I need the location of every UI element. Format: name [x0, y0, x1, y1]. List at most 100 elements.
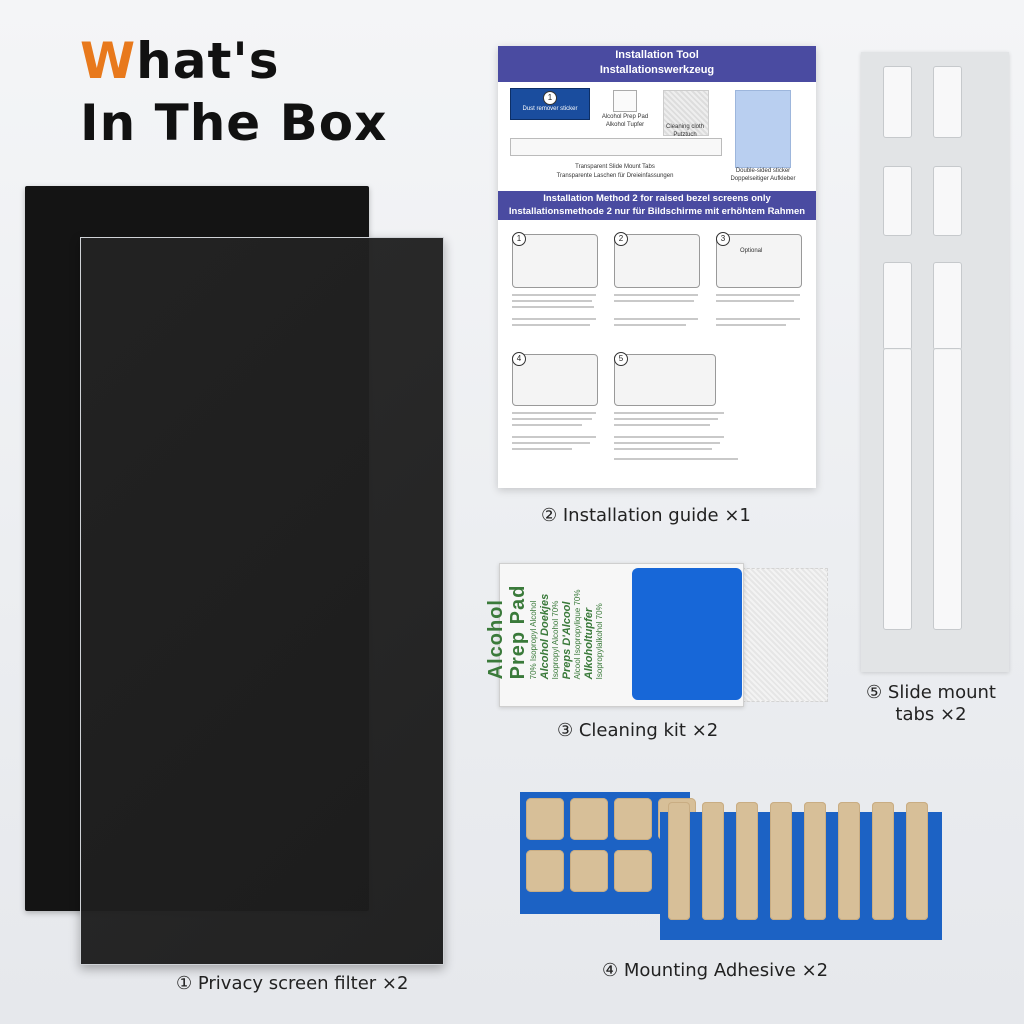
- guide-header: Installation Tool Installationswerkzeug: [498, 46, 816, 82]
- adhesive-square: [526, 798, 564, 840]
- double-sided-sticker-icon: [735, 90, 791, 168]
- alcohol-pad-label-en: Alcohol Prep Pad: [601, 114, 649, 120]
- adhesive-square: [526, 850, 564, 892]
- text-line: [716, 300, 794, 302]
- text-line: [512, 436, 596, 438]
- text-line: [614, 294, 698, 296]
- title-line1: hat's: [136, 32, 280, 90]
- step-5-illustration: [614, 354, 716, 406]
- adhesive-square: [570, 850, 608, 892]
- text-line: [512, 418, 592, 420]
- adhesive-square: [570, 798, 608, 840]
- slide-tab-long: [883, 348, 912, 630]
- adhesive-square: [614, 798, 652, 840]
- step-1-illustration: [512, 234, 598, 288]
- cleaning-cloth: [742, 568, 828, 702]
- prep-pad-line2: Prep Pad: [507, 584, 529, 680]
- text-line: [512, 306, 594, 308]
- installation-guide-caption: ② Installation guide ×1: [541, 505, 751, 526]
- adhesive-square: [614, 850, 652, 892]
- slide-tabs-caption-line1: ⑤ Slide mount: [866, 682, 996, 703]
- slide-tab: [933, 66, 962, 138]
- method-header: Installation Method 2 for raised bezel s…: [498, 191, 816, 220]
- step-2-illustration: [614, 234, 700, 288]
- slide-tab: [883, 262, 912, 350]
- cloth-label-en: Cleaning cloth: [665, 124, 705, 130]
- text-line: [512, 448, 572, 450]
- dust-remover-label: Dust remover sticker: [522, 106, 578, 112]
- adhesive-strip: [804, 802, 826, 920]
- slide-tab: [933, 262, 962, 350]
- text-line: [512, 300, 592, 302]
- adhesive-strip: [838, 802, 860, 920]
- alcohol-pad-icon: [613, 90, 637, 112]
- adhesive-strip: [770, 802, 792, 920]
- step-5-number: 5: [614, 352, 628, 366]
- text-line: [512, 294, 596, 296]
- slide-tab: [883, 166, 912, 236]
- slide-tab-long: [933, 348, 962, 630]
- text-line: [614, 442, 720, 444]
- prep-pad-line4: Alcohol Doekjes: [539, 593, 551, 680]
- adhesive-strip: [906, 802, 928, 920]
- prep-pad-line8: Alkoholtupfer: [583, 607, 595, 680]
- slide-tabs-caption-line2: tabs ×2: [895, 704, 967, 725]
- cloth-label-de: Putztuch: [673, 132, 697, 138]
- adhesive-sheet-strips: [660, 802, 942, 940]
- prep-pad-print: Alcohol Prep Pad 70% Isopropyl Alcohol A…: [485, 585, 605, 680]
- text-line: [716, 294, 800, 296]
- step-1-number: 1: [512, 232, 526, 246]
- sticker-label-de: Doppelseitiger Aufkleber: [730, 176, 796, 182]
- step-3-number: 3: [716, 232, 730, 246]
- step-4-illustration: [512, 354, 598, 406]
- step-2-number: 2: [614, 232, 628, 246]
- mounting-adhesive-caption: ④ Mounting Adhesive ×2: [602, 960, 829, 981]
- dust-remover-pad: [632, 568, 742, 700]
- slide-tabs-caption: ⑤ Slide mount tabs ×2: [856, 682, 1006, 726]
- guide-title-de: Installationswerkzeug: [599, 64, 715, 76]
- text-line: [716, 318, 800, 320]
- text-line: [614, 318, 698, 320]
- prep-pad-line6: Preps D'Alcool: [561, 601, 573, 680]
- privacy-filter-caption: ① Privacy screen filter ×2: [176, 973, 409, 994]
- text-line: [614, 300, 694, 302]
- text-line: [614, 458, 738, 460]
- installation-guide: Installation Tool Installationswerkzeug …: [498, 46, 816, 488]
- text-line: [512, 424, 582, 426]
- text-line: [512, 442, 590, 444]
- guide-title-en: Installation Tool: [615, 49, 699, 61]
- step-3-illustration: [716, 234, 802, 288]
- prep-pad-line9: Isopropylalkohol 70%: [595, 603, 604, 680]
- step-4-number: 4: [512, 352, 526, 366]
- alcohol-pad-label-de: Alkohol Tupfer: [605, 122, 645, 128]
- text-line: [512, 412, 596, 414]
- cleaning-cloth-icon: [663, 90, 709, 136]
- method-title-de: Installationsmethode 2 nur für Bildschir…: [508, 206, 806, 217]
- text-line: [614, 448, 712, 450]
- text-line: [614, 436, 724, 438]
- adhesive-strip: [702, 802, 724, 920]
- prep-pad-line7: Alcool Isopropylique 70%: [573, 589, 582, 680]
- method-title-en: Installation Method 2 for raised bezel s…: [543, 193, 771, 204]
- title-line2: In The Box: [80, 94, 388, 152]
- text-line: [614, 418, 718, 420]
- text-line: [512, 318, 596, 320]
- tabs-label-de: Transparente Laschen für Dreieinfassunge…: [556, 173, 674, 179]
- adhesive-strip: [872, 802, 894, 920]
- adhesive-strip: [736, 802, 758, 920]
- prep-pad-line3: 70% Isopropyl Alcohol: [529, 600, 538, 680]
- prep-pad-line5: Isopropyl Alcohol 70%: [551, 600, 560, 680]
- optional-label: Optional: [740, 248, 763, 254]
- prep-pad-line1: Alcohol: [485, 599, 507, 680]
- text-line: [614, 412, 724, 414]
- adhesive-strip: [668, 802, 690, 920]
- cleaning-kit-caption: ③ Cleaning kit ×2: [557, 720, 719, 741]
- text-line: [716, 324, 786, 326]
- slide-mount-tabs-card: [861, 52, 1009, 672]
- title-accent-letter: W: [80, 32, 137, 90]
- dust-remover-sticker: 1 Dust remover sticker: [510, 88, 590, 120]
- text-line: [512, 324, 590, 326]
- slide-tab: [883, 66, 912, 138]
- text-line: [614, 424, 710, 426]
- text-line: [614, 324, 686, 326]
